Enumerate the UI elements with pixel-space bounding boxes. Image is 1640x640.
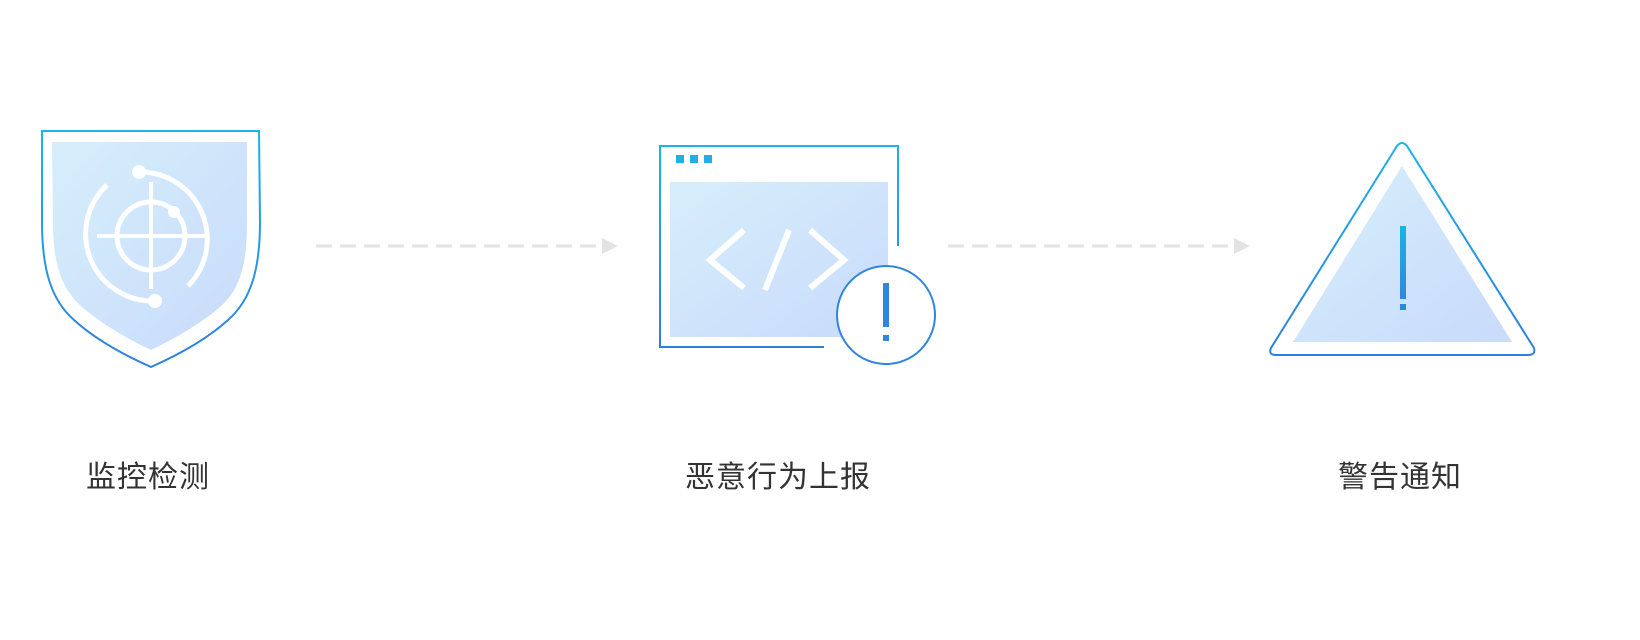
shield-target-icon xyxy=(41,130,262,369)
step-label-monitor: 监控检测 xyxy=(86,460,210,495)
step-label-report: 恶意行为上报 xyxy=(685,460,871,495)
code-window-alert-icon xyxy=(659,145,936,365)
step-label-alert: 警告通知 xyxy=(1338,460,1462,495)
warning-triangle-icon xyxy=(1269,142,1536,356)
dashed-arrow-icon xyxy=(316,238,618,254)
dashed-arrow-icon xyxy=(948,238,1250,254)
